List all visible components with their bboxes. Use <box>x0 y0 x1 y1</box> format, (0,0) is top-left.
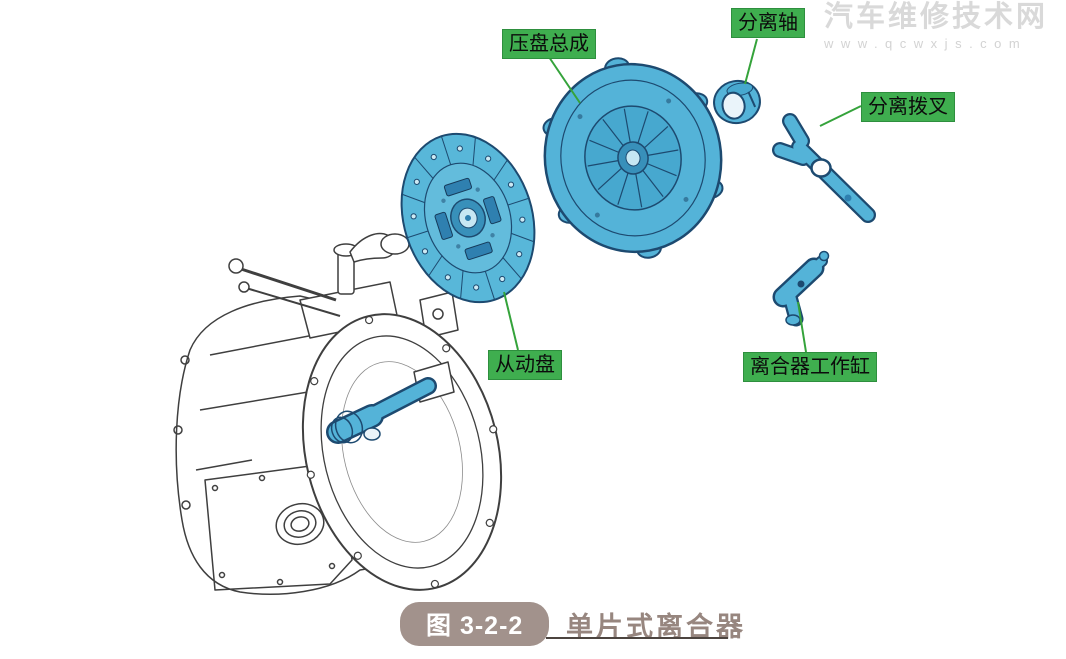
figure-caption: 图 3-2-2 单片式离合器 <box>0 598 1066 646</box>
label-release-shaft: 分离轴 <box>731 8 805 38</box>
label-release-fork: 分离拨叉 <box>861 92 955 122</box>
label-clutch-slave-cylinder: 离合器工作缸 <box>743 352 877 382</box>
transmission-housing <box>173 232 503 595</box>
driven-disc-part <box>400 132 536 304</box>
figure-title-underline <box>546 637 728 639</box>
label-pressure-plate-assembly: 压盘总成 <box>502 29 596 59</box>
watermark-site-name: 汽车维修技术网 <box>824 1 1049 33</box>
site-watermark: 汽车维修技术网 www.qcwxjs.com <box>824 1 1064 51</box>
leader-lines <box>503 38 862 353</box>
slave-cylinder-part <box>772 250 830 327</box>
release-bearing-part <box>713 79 761 125</box>
label-driven-disc: 从动盘 <box>488 350 562 380</box>
release-fork-part <box>772 113 876 223</box>
installed-release-lever <box>326 377 437 444</box>
pressure-plate-part <box>542 57 724 259</box>
watermark-site-url: www.qcwxjs.com <box>824 35 1028 51</box>
figure-number-badge: 图 3-2-2 <box>400 602 550 646</box>
